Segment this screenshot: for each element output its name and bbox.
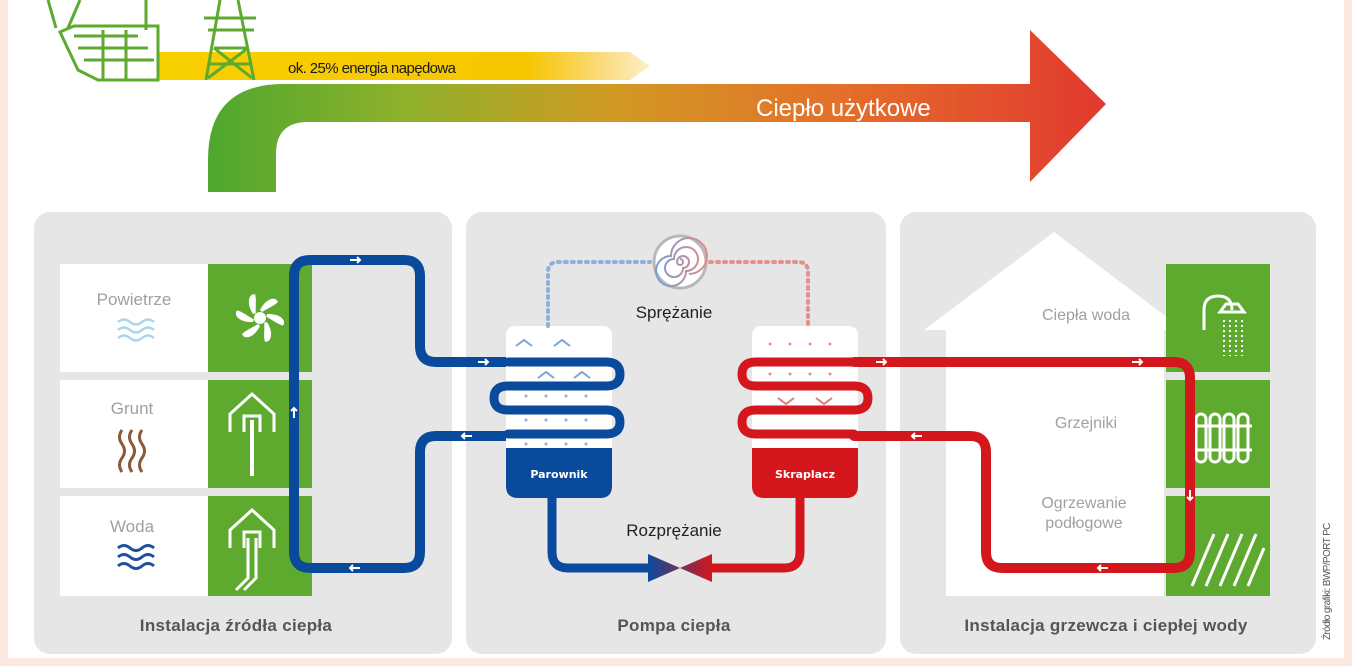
expansion-valve-icon — [648, 554, 712, 582]
ground-heat-icon — [118, 429, 146, 473]
energy-flow-arrow — [208, 30, 1106, 192]
heating-tile-radiators — [1166, 380, 1270, 488]
ambient-energy-label: ok. 75% energia z otoczenia — [300, 121, 501, 138]
expansion-line — [547, 498, 805, 573]
heat-pump-diagram: ok. 25% energia napędowa ok. 75% energia… — [8, 0, 1344, 658]
source-row-air — [60, 264, 208, 372]
house-ground-probe-icon — [228, 391, 276, 476]
pump-panel — [466, 212, 886, 654]
heating-label-floor-1: Ogrzewanie — [1041, 495, 1126, 512]
useful-heat-label: Ciepło użytkowe — [756, 95, 931, 122]
radiator-icon — [1192, 412, 1252, 464]
source-row-water — [60, 496, 208, 596]
heating-loop-flow-arrows — [876, 358, 1194, 572]
source-label-air: Powietrze — [97, 290, 172, 309]
source-loop-flow-arrows — [290, 256, 490, 572]
source-label-water: Woda — [110, 517, 155, 536]
condenser-dots — [768, 342, 832, 376]
condenser: Skraplacz — [737, 326, 873, 498]
air-waves-icon — [117, 318, 155, 342]
diagram-canvas: ok. 25% energia napędowa ok. 75% energia… — [34, 0, 1333, 654]
power-pylon-icon — [204, 0, 256, 81]
evaporator-label: Parownik — [530, 468, 588, 481]
heating-loop-pipe — [849, 357, 1195, 573]
source-panel-title: Instalacja źródła ciepła — [140, 616, 333, 635]
floor-heating-icon — [1190, 533, 1266, 587]
pump-panel-title: Pompa ciepła — [617, 616, 730, 635]
compression-label: Sprężanie — [636, 303, 713, 322]
compression-line — [546, 260, 810, 328]
water-waves-icon — [117, 544, 155, 570]
condenser-label: Skraplacz — [775, 468, 835, 481]
heating-tile-floor — [1166, 496, 1270, 596]
drive-energy-label: ok. 25% energia napędowa — [288, 60, 457, 77]
shower-icon — [1202, 294, 1247, 356]
evaporator: Parownik — [489, 326, 625, 498]
compressor-icon — [652, 234, 708, 290]
fan-icon — [235, 294, 285, 342]
heating-label-radiators: Grzejniki — [1055, 415, 1117, 432]
drive-energy-band — [158, 52, 650, 80]
heating-label-hot-water: Ciepła woda — [1042, 307, 1130, 324]
image-credit: Źródło grafiki: BWP/PORT PC — [1320, 523, 1333, 640]
house-well-icon — [228, 507, 276, 592]
heating-label-floor-2: podłogowe — [1045, 515, 1123, 532]
source-row-ground — [60, 380, 208, 488]
power-plant-icon — [46, 0, 160, 82]
source-label-ground: Grunt — [111, 399, 154, 418]
evaporator-dots — [524, 394, 588, 446]
heating-panel-title: Instalacja grzewcza i ciepłej wody — [964, 616, 1247, 635]
expansion-label: Rozprężanie — [626, 521, 721, 540]
heating-tile-hot-water — [1166, 264, 1270, 372]
